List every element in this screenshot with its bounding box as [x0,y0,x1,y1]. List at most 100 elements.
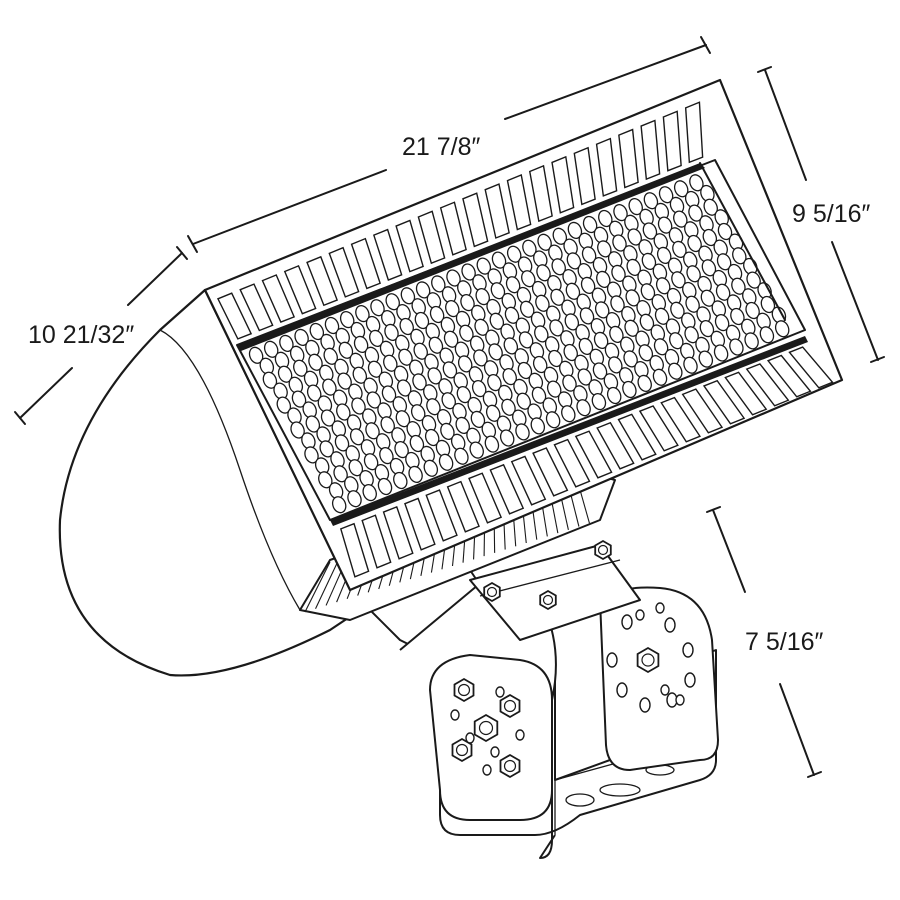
heatsink-fin [328,246,360,298]
led-lens [658,186,674,204]
led-lens [334,434,350,452]
led-lens [304,446,319,464]
heatsink-fin [640,119,661,181]
led-lens [445,299,460,318]
heatsink-fin [618,128,639,189]
mount-hole [490,746,500,758]
led-lens-array [248,174,790,514]
mount-hole [635,609,645,621]
led-lens [488,343,503,361]
led-lens [642,222,658,240]
led-lens [322,378,337,396]
heatsink-fin [446,480,480,533]
led-lens [657,216,673,234]
led-lens [323,347,338,365]
led-lens [561,405,576,423]
led-lens [505,276,521,294]
led-lens [499,429,515,447]
led-lens [424,428,440,447]
heatsink-fin [573,146,596,206]
heatsink-fin [638,405,679,452]
led-lens [637,374,652,393]
heatsink-fin [239,283,274,332]
led-lens [613,203,628,222]
led-lens [516,392,531,410]
led-lens [731,277,746,295]
led-lens [379,446,394,465]
led-lens [596,270,611,289]
led-lens [550,288,565,306]
led-lens [248,346,264,364]
lens-rails [237,162,808,526]
led-lens [535,294,550,312]
hex-bolt [499,693,521,719]
led-lens [703,198,718,216]
led-lens [366,391,382,409]
led-lens [534,325,549,343]
heatsink-fin [510,455,547,506]
led-lens [700,289,716,307]
led-lens [552,227,568,245]
led-lens [729,338,744,356]
heatsink-fin [395,219,424,273]
led-lens [566,252,582,270]
mount-hole [450,709,460,721]
heatsink-fin [489,463,525,515]
led-lens [395,410,411,428]
led-lens [577,368,593,386]
led-lens [628,197,643,216]
heatsink-fin [425,489,458,542]
led-lens [414,311,430,330]
mount-hole [682,642,694,658]
led-lens [279,334,294,353]
mount-hole [515,729,525,741]
led-lens [625,289,640,307]
heatsink-fin [553,438,591,488]
led-lens [333,465,348,483]
led-lens [591,392,607,411]
led-lens [624,319,639,337]
led-lens [597,240,612,258]
heatsink-fin [261,274,296,323]
heatsink-fin [745,363,790,407]
led-lens [611,264,626,283]
heatsink-fin [350,237,381,290]
led-lens [672,240,687,259]
hex-bolt [594,539,612,561]
led-lens [688,204,703,222]
led-lens [537,233,552,251]
hex-bolt [473,713,499,743]
led-lens [716,253,732,271]
led-lens [593,331,609,350]
led-lens [744,332,759,350]
led-lens [431,275,446,293]
mount-hole [621,614,633,630]
mount-hole [465,732,475,744]
led-lens [671,271,686,289]
led-lens [622,380,637,399]
led-lens [474,318,489,336]
dim-height-line [757,66,885,363]
led-lens [759,326,775,344]
led-lens [578,337,594,356]
led-lens [471,379,487,398]
led-lens [363,453,379,471]
heatsink-fin [283,264,317,315]
led-lens [309,322,325,341]
heatsink-fin [662,110,682,172]
led-lens [455,416,470,435]
mount-hole [616,682,628,698]
led-lens [522,239,537,257]
led-lens [396,379,412,397]
led-lens [409,434,425,453]
led-lens [567,221,583,240]
side-fin-line [315,558,340,609]
led-lens [673,210,688,228]
led-lens [608,356,623,374]
led-lens [461,263,476,281]
mount-hole [495,686,505,698]
led-lens [352,366,368,384]
heatsink-fin [596,421,635,470]
led-lens [410,404,426,422]
led-lens [502,367,517,386]
